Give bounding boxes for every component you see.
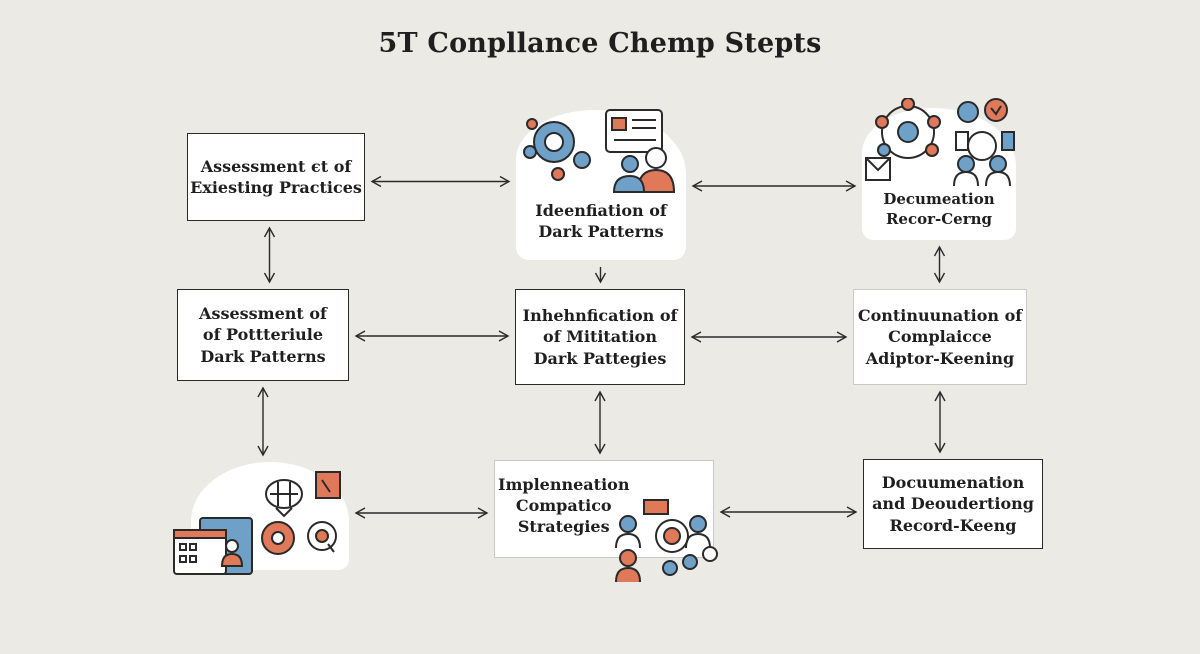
step-identification-mitigation-strategies: Inhehnfication of of Mititation Dark Pat… (515, 289, 685, 385)
step-assessment-existing-practices: Assessment єt of Exiesting Practices (187, 133, 365, 221)
step-documentation-record-keeping-label: Decumeation Recor-Cerng (883, 190, 995, 228)
team-gear-icon (615, 499, 718, 583)
diagram-title: 5T Conpllance Chemp Stepts (378, 28, 822, 59)
step-documentation-record-keeping-final: Docuumenation and Deoudertiong Record-Ke… (863, 459, 1043, 549)
step-identification-dark-patterns-label: Ideenfiation of Dark Patterns (535, 200, 667, 241)
step-assessment-potential-dark-patterns: Assessment of of Pottteriule Dark Patter… (177, 289, 349, 381)
gear-and-profile-card-icon (523, 109, 676, 193)
step-implementation-compliance-strategies-label: Implenneation Compatico Strategies (498, 475, 630, 537)
dashboard-gear-magnifier-icon (173, 471, 341, 575)
network-people-icon (865, 98, 1015, 187)
step-continuation-compliance-keeping: Continuunation of Complaicce Adiptor-Kee… (853, 289, 1027, 385)
